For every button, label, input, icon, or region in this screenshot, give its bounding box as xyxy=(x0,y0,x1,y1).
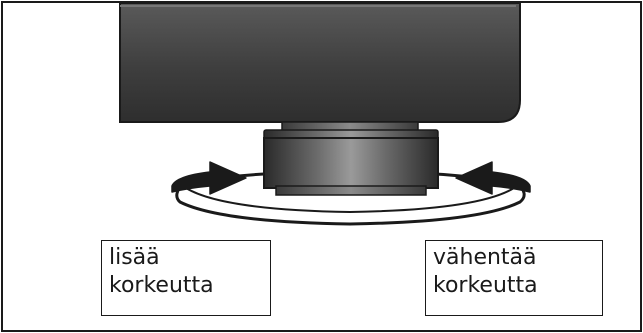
decrease-height-label: vähentää korkeutta xyxy=(425,240,603,316)
increase-height-line2: korkeutta xyxy=(109,273,214,298)
foot-bottom-rim xyxy=(275,185,427,196)
increase-height-line1: lisää xyxy=(109,245,160,270)
decrease-height-line1: vähentää xyxy=(433,245,537,270)
decrease-height-line2: korkeutta xyxy=(433,273,538,298)
right-rotation-arrow-icon xyxy=(455,161,531,195)
left-rotation-arrow-icon xyxy=(171,161,247,195)
adjustable-foot xyxy=(263,137,439,189)
increase-height-label: lisää korkeutta xyxy=(101,240,271,316)
rotation-ring-front xyxy=(175,180,526,226)
appliance-body xyxy=(119,2,521,123)
rotation-ring-front-inner xyxy=(185,187,515,214)
